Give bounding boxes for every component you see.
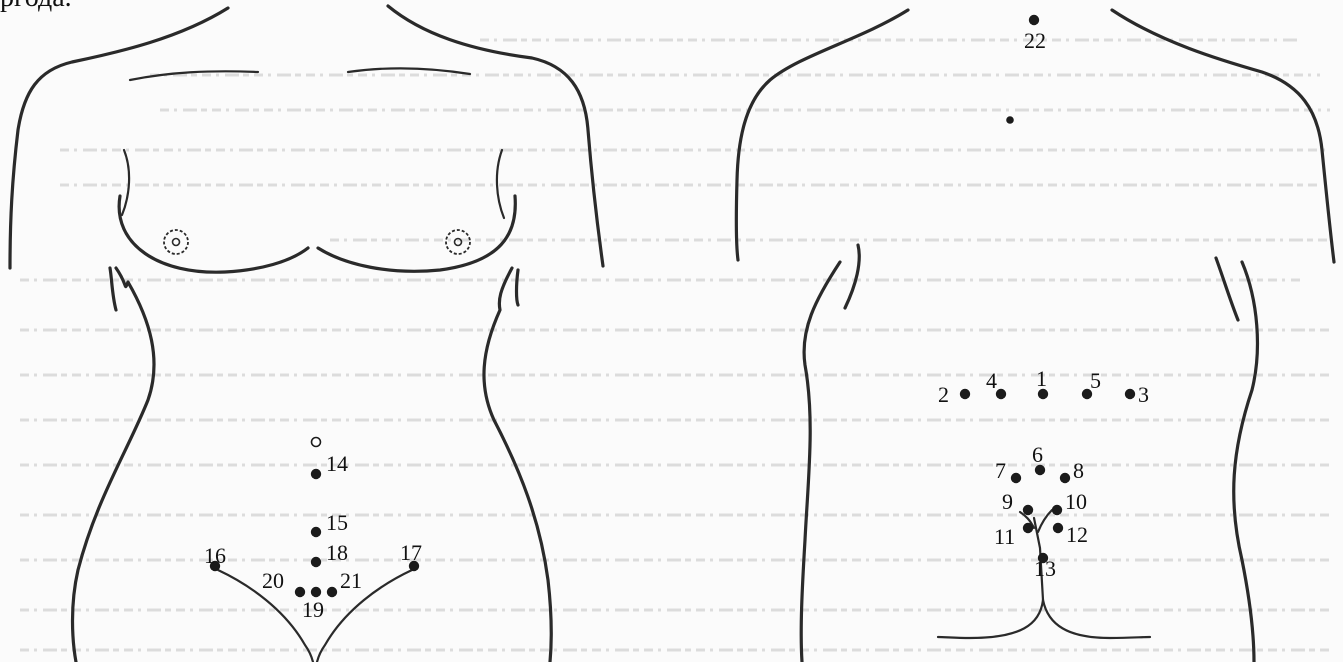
front-point-label-15: 15: [326, 510, 348, 535]
back-point-label-5: 5: [1090, 368, 1101, 393]
back-buttock-right: [1043, 600, 1150, 638]
back-point-label-11: 11: [994, 524, 1015, 549]
back-sacrum-right-fork: [1038, 510, 1052, 532]
back-point-10: [1052, 505, 1062, 515]
back-point-label-4: 4: [986, 368, 997, 393]
front-point-14: [311, 469, 321, 479]
front-left-shoulder: [10, 8, 228, 268]
front-point-19: [311, 587, 321, 597]
back-right-torso: [1234, 262, 1258, 662]
back-point-7: [1011, 473, 1021, 483]
front-left-breast: [119, 196, 308, 272]
front-point-label-21: 21: [340, 568, 362, 593]
front-right-shoulder: [388, 6, 603, 266]
front-left-nipple-center: [173, 239, 180, 246]
back-point-label-22: 22: [1024, 28, 1046, 53]
back-point-label-8: 8: [1073, 458, 1084, 483]
front-groin-right: [317, 570, 412, 662]
front-point-15: [311, 527, 321, 537]
back-point-9: [1023, 505, 1033, 515]
back-left-armpit: [845, 245, 859, 308]
back-upper-mark: [1006, 116, 1014, 124]
back-point-label-9: 9: [1002, 489, 1013, 514]
front-left-arm-edge: [110, 268, 116, 310]
back-point-label-12: 12: [1066, 522, 1088, 547]
front-point-label-17: 17: [400, 540, 422, 565]
front-point-21: [327, 587, 337, 597]
front-left-nipple: [164, 230, 188, 254]
back-point-2: [960, 389, 970, 399]
front-body-outline: [10, 6, 603, 662]
front-point-label-20: 20: [262, 568, 284, 593]
front-point-18: [311, 557, 321, 567]
back-point-4: [996, 389, 1006, 399]
back-left-shoulder: [736, 10, 908, 260]
back-point-3: [1125, 389, 1135, 399]
front-right-nipple: [446, 230, 470, 254]
front-navel-mark: [312, 438, 321, 447]
back-point-8: [1060, 473, 1070, 483]
front-left-armpit: [122, 150, 129, 215]
back-point-label-1: 1: [1036, 366, 1047, 391]
back-point-label-13: 13: [1034, 556, 1056, 581]
back-point-label-2: 2: [938, 382, 949, 407]
back-left-torso: [801, 262, 840, 662]
front-point-label-18: 18: [326, 540, 348, 565]
back-right-armpit: [1216, 258, 1238, 320]
front-right-collarbone: [348, 68, 470, 74]
back-point-11: [1023, 523, 1033, 533]
front-point-label-19: 19: [302, 597, 324, 622]
back-point-label-3: 3: [1138, 382, 1149, 407]
back-point-label-6: 6: [1032, 442, 1043, 467]
back-buttock-left: [938, 600, 1043, 638]
front-right-arm-edge: [517, 270, 519, 305]
front-right-breast: [318, 196, 515, 271]
front-point-label-14: 14: [326, 451, 348, 476]
back-point-label-7: 7: [995, 458, 1006, 483]
back-point-12: [1053, 523, 1063, 533]
back-right-shoulder: [1112, 10, 1334, 262]
front-point-label-16: 16: [204, 543, 226, 568]
front-point-20: [295, 587, 305, 597]
back-point-22: [1029, 15, 1039, 25]
back-point-label-10: 10: [1065, 489, 1087, 514]
